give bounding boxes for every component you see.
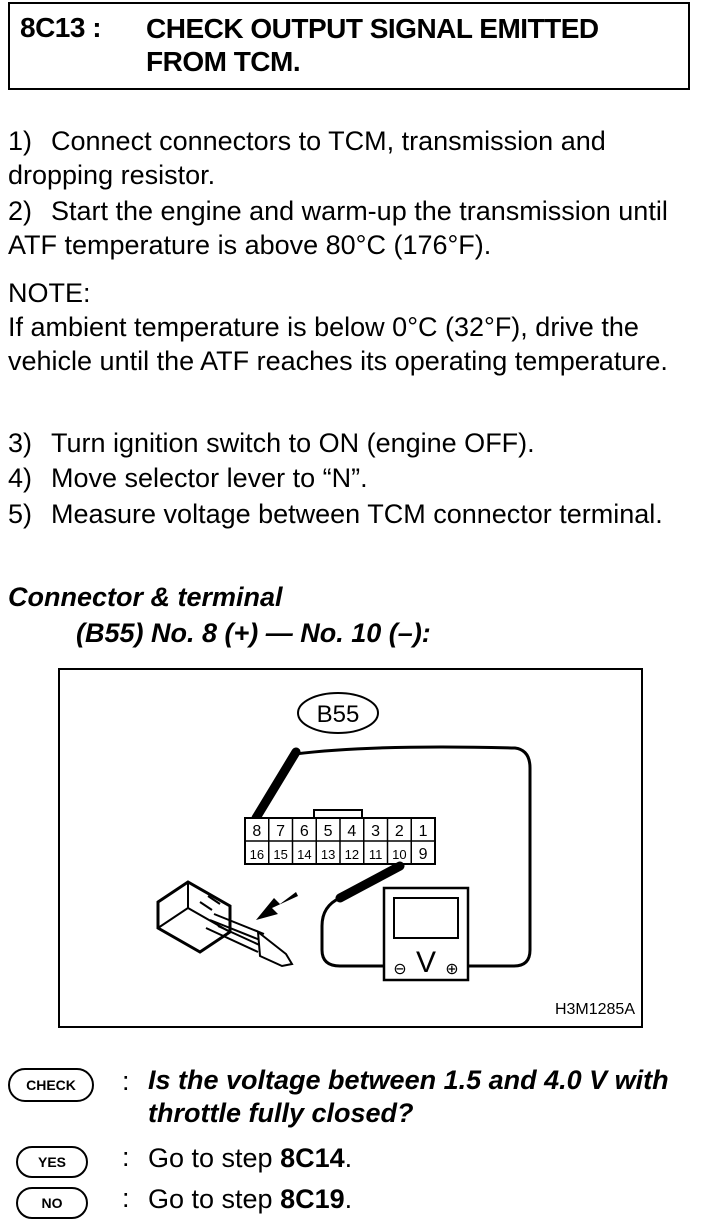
wire-positive [294, 745, 532, 968]
yes-prefix: Go to step [148, 1143, 281, 1173]
yes-badge: YES [16, 1146, 88, 1178]
connector-key [313, 809, 363, 818]
step-header: 8C13 : CHECK OUTPUT SIGNAL EMITTED FROM … [8, 2, 690, 90]
terminal-pin-4: 4 [347, 823, 356, 840]
terminal-pin-8: 8 [252, 823, 261, 840]
yes-action: Go to step 8C14. [148, 1142, 352, 1175]
no-colon: : [122, 1183, 130, 1213]
step-title: CHECK OUTPUT SIGNAL EMITTED FROM TCM. [146, 13, 599, 77]
terminal-row-bottom: 16 15 14 13 12 11 10 9 [250, 841, 428, 864]
step-number: 4) [8, 463, 33, 493]
voltmeter-minus: ⊖ [393, 959, 406, 978]
terminal-pin-2: 2 [395, 823, 404, 840]
terminal-pin-12: 12 [345, 847, 359, 862]
voltmeter-symbol: V [416, 946, 436, 979]
step-1: 1)Connect connectors to TCM, transmissio… [8, 125, 694, 192]
step-text: Measure voltage between TCM connector te… [51, 499, 663, 529]
no-link[interactable]: 8C19 [280, 1184, 345, 1214]
step-text: Connect connectors to TCM, transmission … [8, 126, 606, 190]
insert-arrow-icon [256, 892, 298, 920]
yes-link[interactable]: 8C14 [280, 1143, 345, 1173]
check-row: CHECK : Is the voltage between 1.5 and 4… [8, 1064, 698, 1134]
no-badge: NO [16, 1187, 88, 1219]
step-2: 2)Start the engine and warm-up the trans… [8, 195, 694, 262]
connector-label: Connector & terminal [8, 582, 283, 612]
no-action: Go to step 8C19. [148, 1183, 352, 1216]
terminal-pin-11: 11 [369, 847, 383, 862]
connector-id-oval [297, 692, 379, 734]
step-text: Move selector lever to “N”. [51, 463, 368, 493]
harness-plug [156, 880, 294, 968]
terminal-pin-15: 15 [273, 847, 287, 862]
voltmeter-plus: ⊕ [445, 959, 458, 978]
terminal-pin-6: 6 [300, 823, 309, 840]
step-number: 3) [8, 428, 33, 458]
step-number: 1) [8, 126, 33, 156]
connector-pins: (B55) No. 8 (+) — No. 10 (–): [76, 618, 431, 648]
check-colon: : [122, 1066, 130, 1096]
check-badge: CHECK [8, 1068, 94, 1102]
step-text: Turn ignition switch to ON (engine OFF). [51, 428, 535, 458]
yes-suffix: . [344, 1143, 353, 1173]
terminal-pin-7: 7 [276, 823, 285, 840]
connector-id: B55 [317, 701, 360, 728]
terminal-pin-13: 13 [321, 847, 335, 862]
terminal-pin-5: 5 [324, 823, 333, 840]
no-suffix: . [344, 1184, 353, 1214]
step-number: 5) [8, 499, 33, 529]
step-3: 3) Turn ignition switch to ON (engine OFF… [8, 427, 694, 461]
check-question: Is the voltage between 1.5 and 4.0 V wit… [148, 1065, 669, 1128]
step-5: 5) Measure voltage between TCM connector … [8, 498, 694, 532]
terminal-pin-10: 10 [392, 847, 406, 862]
step-4: 4) Move selector lever to “N”. [8, 462, 694, 496]
yes-row: YES : Go to step 8C14. [8, 1142, 698, 1182]
probe-negative [335, 861, 405, 903]
probe-positive [251, 747, 301, 823]
yes-colon: : [122, 1142, 130, 1172]
step-id: 8C13 : [20, 12, 102, 43]
note-label: NOTE: [8, 278, 91, 308]
terminal-pin-1: 1 [419, 823, 428, 840]
terminal-pin-9: 9 [419, 846, 428, 863]
note-text: If ambient temperature is below 0°C (32°… [8, 312, 668, 376]
figure-id: H3M1285A [555, 1001, 635, 1018]
wire-negative [320, 896, 390, 968]
terminal-pin-16: 16 [250, 847, 264, 862]
step-text: Start the engine and warm-up the transmi… [8, 196, 668, 260]
voltmeter-display [393, 897, 459, 939]
no-prefix: Go to step [148, 1184, 281, 1214]
step-number: 2) [8, 196, 33, 226]
no-row: NO : Go to step 8C19. [8, 1183, 698, 1223]
terminal-pin-14: 14 [297, 847, 311, 862]
terminal-pin-3: 3 [371, 823, 380, 840]
